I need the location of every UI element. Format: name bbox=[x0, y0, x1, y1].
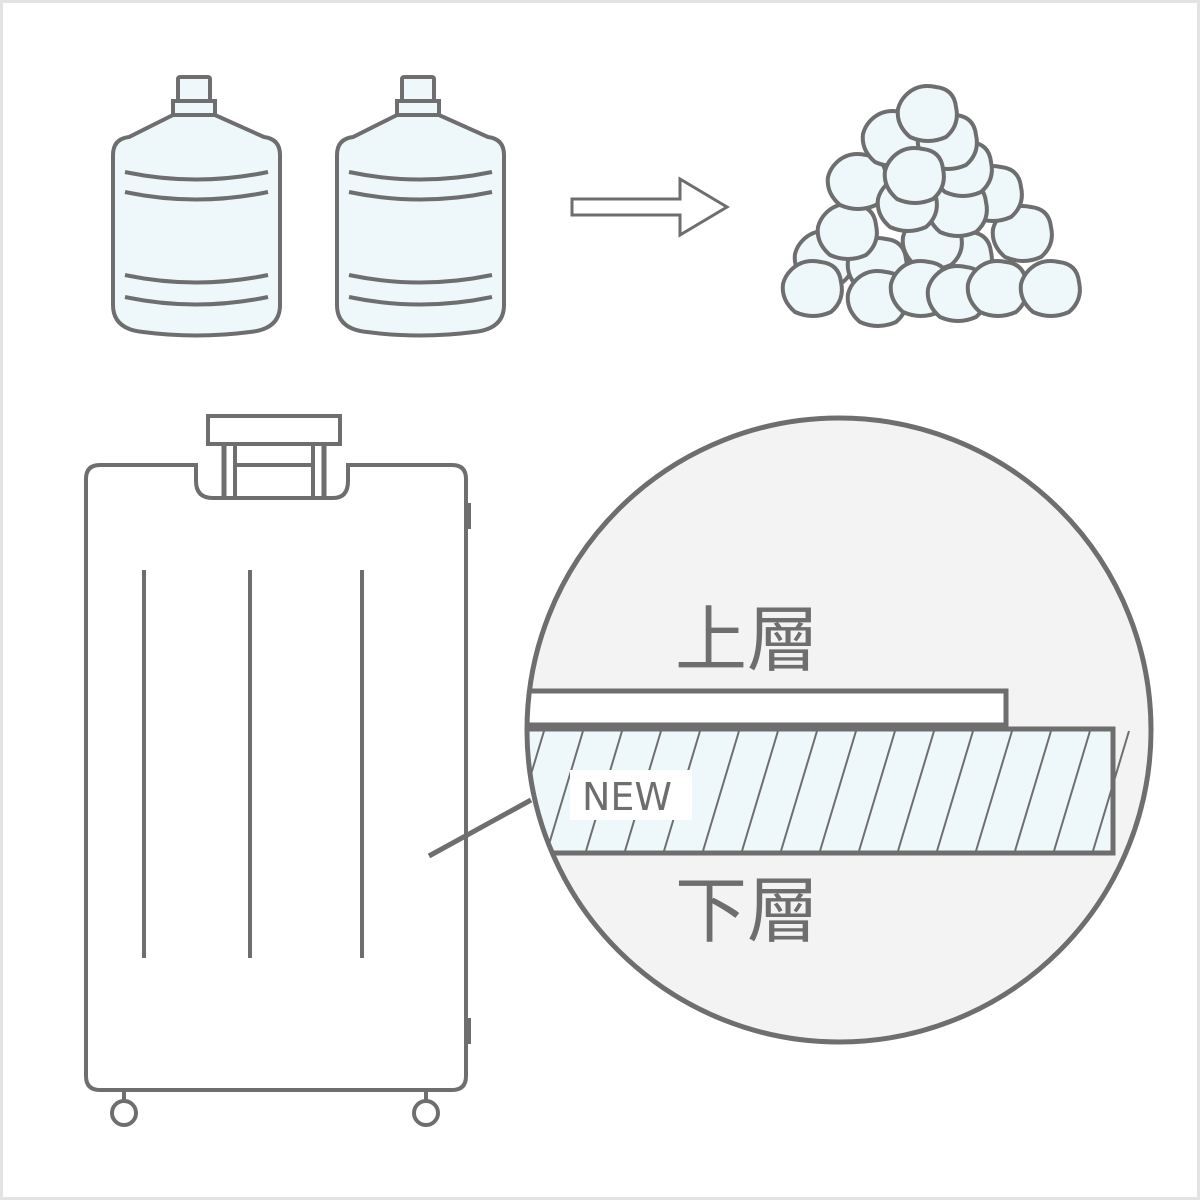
hatch-line bbox=[1092, 730, 1130, 852]
lower-layer-label: 下層 bbox=[675, 869, 819, 953]
upper-layer-label: 上層 bbox=[675, 598, 819, 682]
arrow-right-icon bbox=[570, 176, 730, 238]
hatch-line bbox=[1053, 730, 1091, 852]
hatch-line bbox=[897, 730, 935, 852]
hatch-line bbox=[975, 730, 1013, 852]
hatch-line bbox=[546, 730, 584, 852]
hatch-line bbox=[780, 730, 818, 852]
ice-pile-icon bbox=[780, 84, 1082, 328]
water-bottle-icon bbox=[335, 75, 506, 338]
suitcase-icon bbox=[84, 414, 471, 1127]
diagram-canvas: 上層 下層 NEW bbox=[84, 75, 1154, 1127]
hatch-line bbox=[819, 730, 857, 852]
hatch-line bbox=[858, 730, 896, 852]
hatch-pattern bbox=[529, 730, 1130, 852]
connector-line bbox=[427, 797, 533, 859]
hatch-line bbox=[1014, 730, 1052, 852]
hatch-line bbox=[529, 730, 545, 852]
upper-layer-board bbox=[529, 688, 1009, 728]
magnifier-circle-icon: 上層 下層 NEW bbox=[524, 415, 1154, 1045]
new-tag-label: NEW bbox=[582, 775, 672, 819]
water-bottle-icon bbox=[111, 75, 282, 338]
hatch-line bbox=[702, 730, 740, 852]
hatch-line bbox=[741, 730, 779, 852]
hatch-line bbox=[936, 730, 974, 852]
